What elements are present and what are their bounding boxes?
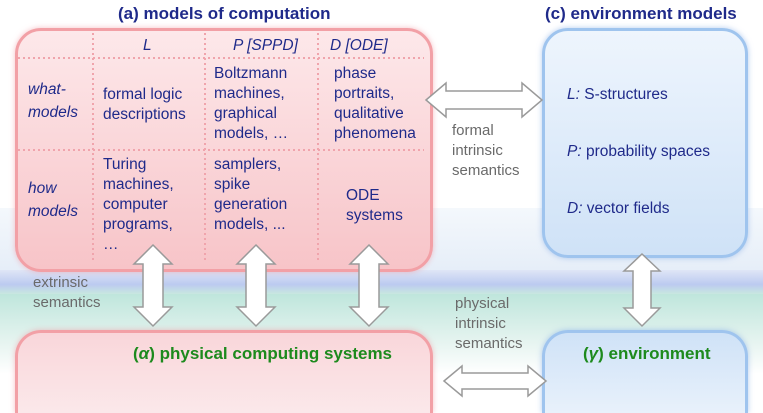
arrows: [132, 81, 662, 398]
column-header-P: P [SPPD]: [233, 37, 298, 54]
environment-models-title: (c) environment models: [545, 4, 737, 23]
environment-models-box: [542, 28, 748, 258]
physical-computing-systems-box: [15, 330, 433, 413]
column-header-L: L: [143, 37, 152, 54]
extrinsic-arrow-P: [235, 243, 277, 328]
environment-arrow: [622, 252, 662, 328]
column-header-D: D [ODE]: [330, 37, 388, 54]
models-of-computation-title: (a) models of computation: [118, 4, 331, 23]
extrinsic-arrow-D: [348, 243, 390, 328]
table-grid-lines: [18, 33, 424, 262]
env-item-D: D: vector fields: [567, 200, 670, 217]
extrinsic-arrow-L: [132, 243, 174, 328]
environment-title: (γ) environment: [583, 344, 711, 363]
env-item-L: L: S-structures: [567, 86, 668, 103]
env-item-P: P: probability spaces: [567, 143, 711, 160]
environment-box: [542, 330, 748, 413]
row-label-how-models: how models: [28, 180, 78, 220]
physical-intrinsic-arrow: [442, 364, 548, 398]
physical-computing-systems-title: (α) physical computing systems: [133, 344, 393, 363]
row-label-what-models: what- models: [28, 81, 78, 121]
formal-intrinsic-arrow: [424, 81, 544, 119]
